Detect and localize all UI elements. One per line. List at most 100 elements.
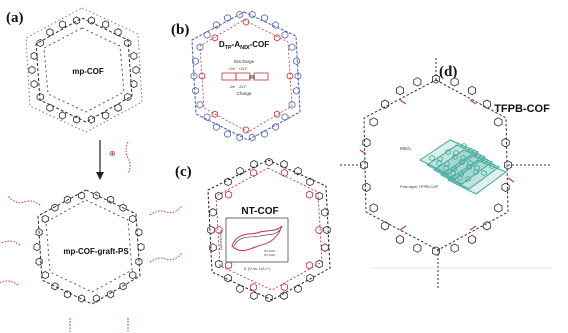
cv-inset: E (V vs. Li/Li⁺) Current (mA) NT-COF ...…	[219, 217, 289, 271]
sheet-ring	[436, 159, 442, 167]
benzene-ring	[321, 208, 329, 217]
benzene-ring	[281, 31, 289, 39]
benzene-ring	[107, 290, 115, 299]
benzene-ring	[450, 77, 459, 87]
dtp-andi-cof-title: DTP-ANDI-COF	[219, 40, 269, 51]
benzene-ring	[207, 225, 215, 235]
benzene-ring	[294, 166, 302, 176]
naphthalimide-unit	[249, 283, 258, 292]
charge-equation: -2e⁻ -2Li⁺	[229, 84, 247, 89]
mp-cof-title: mp-COF	[72, 67, 104, 76]
benzene-ring	[215, 259, 223, 269]
sheet-ring	[466, 163, 472, 171]
naphthalimide-unit	[280, 283, 289, 292]
graft-marker: ⊕	[109, 149, 116, 158]
ps-chain	[149, 205, 183, 216]
benzene-ring	[124, 92, 132, 102]
ndi-unit	[198, 72, 206, 80]
sheet-ring	[452, 153, 458, 161]
benzene-ring	[73, 115, 81, 124]
benzene-ring	[315, 191, 323, 201]
sheet-ring	[468, 147, 474, 155]
benzene-ring	[209, 208, 217, 217]
benzene-ring	[36, 92, 44, 102]
sheet-ring	[450, 169, 456, 177]
benzene-ring	[250, 160, 258, 169]
naphthalimide-unit	[224, 261, 233, 270]
benzene-ring	[395, 85, 405, 96]
panel-c-label: (c)	[175, 164, 192, 180]
benzene-ring	[192, 86, 199, 95]
sheet-ring	[482, 157, 488, 165]
naphthalimide-unit	[224, 190, 233, 199]
benzene-ring	[92, 191, 100, 200]
benzene-ring	[431, 246, 441, 256]
benzene-ring	[293, 86, 300, 95]
mp-cof-nodes	[28, 16, 140, 124]
benzene-ring	[306, 177, 314, 187]
benzene-ring	[261, 130, 268, 138]
benzene-ring	[119, 282, 127, 291]
inset-legend-1: NT-COF ...	[264, 253, 279, 257]
tfpb-cof-nodes	[359, 74, 513, 256]
sheet-ring	[429, 154, 435, 162]
benzene-ring	[413, 77, 422, 87]
nt-cof-title: NT-COF	[241, 206, 278, 217]
ps-chains	[0, 141, 183, 333]
inset-xlabel: E (V vs. Li/Li⁺)	[244, 266, 271, 271]
benzene-ring	[73, 16, 81, 25]
panel-d-label: (d)	[439, 64, 457, 80]
tfpb-cof-title: TFPB-COF	[494, 103, 550, 115]
tfpb-cof-structure	[340, 56, 552, 290]
benzene-ring	[41, 214, 49, 223]
benzene-ring	[41, 271, 49, 280]
benzene-ring	[190, 72, 198, 80]
benzene-ring	[450, 243, 459, 253]
sheet-ring	[459, 158, 465, 166]
benzene-ring	[467, 85, 477, 96]
benzene-ring	[51, 282, 59, 291]
benzene-ring	[87, 16, 95, 25]
benzene-ring	[236, 166, 244, 176]
benzene-ring	[36, 38, 44, 48]
ndi-redox-molecules	[221, 72, 269, 81]
few-layer-label: Few-layer TFPB-COF	[400, 184, 439, 189]
benzene-ring	[203, 113, 211, 121]
benzene-ring	[137, 242, 145, 252]
benzene-ring	[102, 20, 110, 29]
benzene-ring	[33, 242, 41, 252]
benzene-ring	[369, 203, 378, 213]
benzene-ring	[359, 160, 369, 170]
naphthalimide-unit	[315, 225, 323, 235]
benzene-ring	[87, 115, 95, 124]
naphthalimide-unit	[215, 225, 223, 235]
dtp-andi-cof-structure	[191, 11, 301, 141]
benzene-ring	[288, 100, 296, 109]
discharge-label: Discharge	[234, 59, 255, 64]
benzene-ring	[129, 271, 137, 280]
benzene-ring	[362, 182, 371, 192]
benzene-ring	[209, 243, 217, 252]
ps-chain	[0, 280, 19, 286]
benzene-ring	[261, 14, 268, 22]
benzene-ring	[467, 234, 477, 245]
benzene-ring	[58, 20, 66, 29]
ndi-unit	[273, 110, 281, 118]
benzene-ring	[129, 214, 137, 223]
sheet-ring	[457, 174, 463, 182]
benzene-ring	[224, 14, 231, 22]
benzene-ring	[280, 291, 288, 300]
ndi-unit	[211, 34, 219, 42]
benzene-ring	[224, 177, 232, 187]
ps-chain	[0, 240, 21, 246]
benzene-ring	[114, 28, 122, 37]
benzene-ring	[236, 10, 244, 19]
ps-chain	[125, 141, 131, 175]
benzene-ring	[119, 203, 127, 212]
benzene-ring	[196, 100, 204, 109]
naphthalimide-unit	[305, 190, 314, 199]
panel-b: (b) DTP-ANDI-COF Discharge +2e⁻ +2Li⁺ -2…	[171, 10, 302, 142]
graft-ps-nodes	[33, 191, 145, 303]
